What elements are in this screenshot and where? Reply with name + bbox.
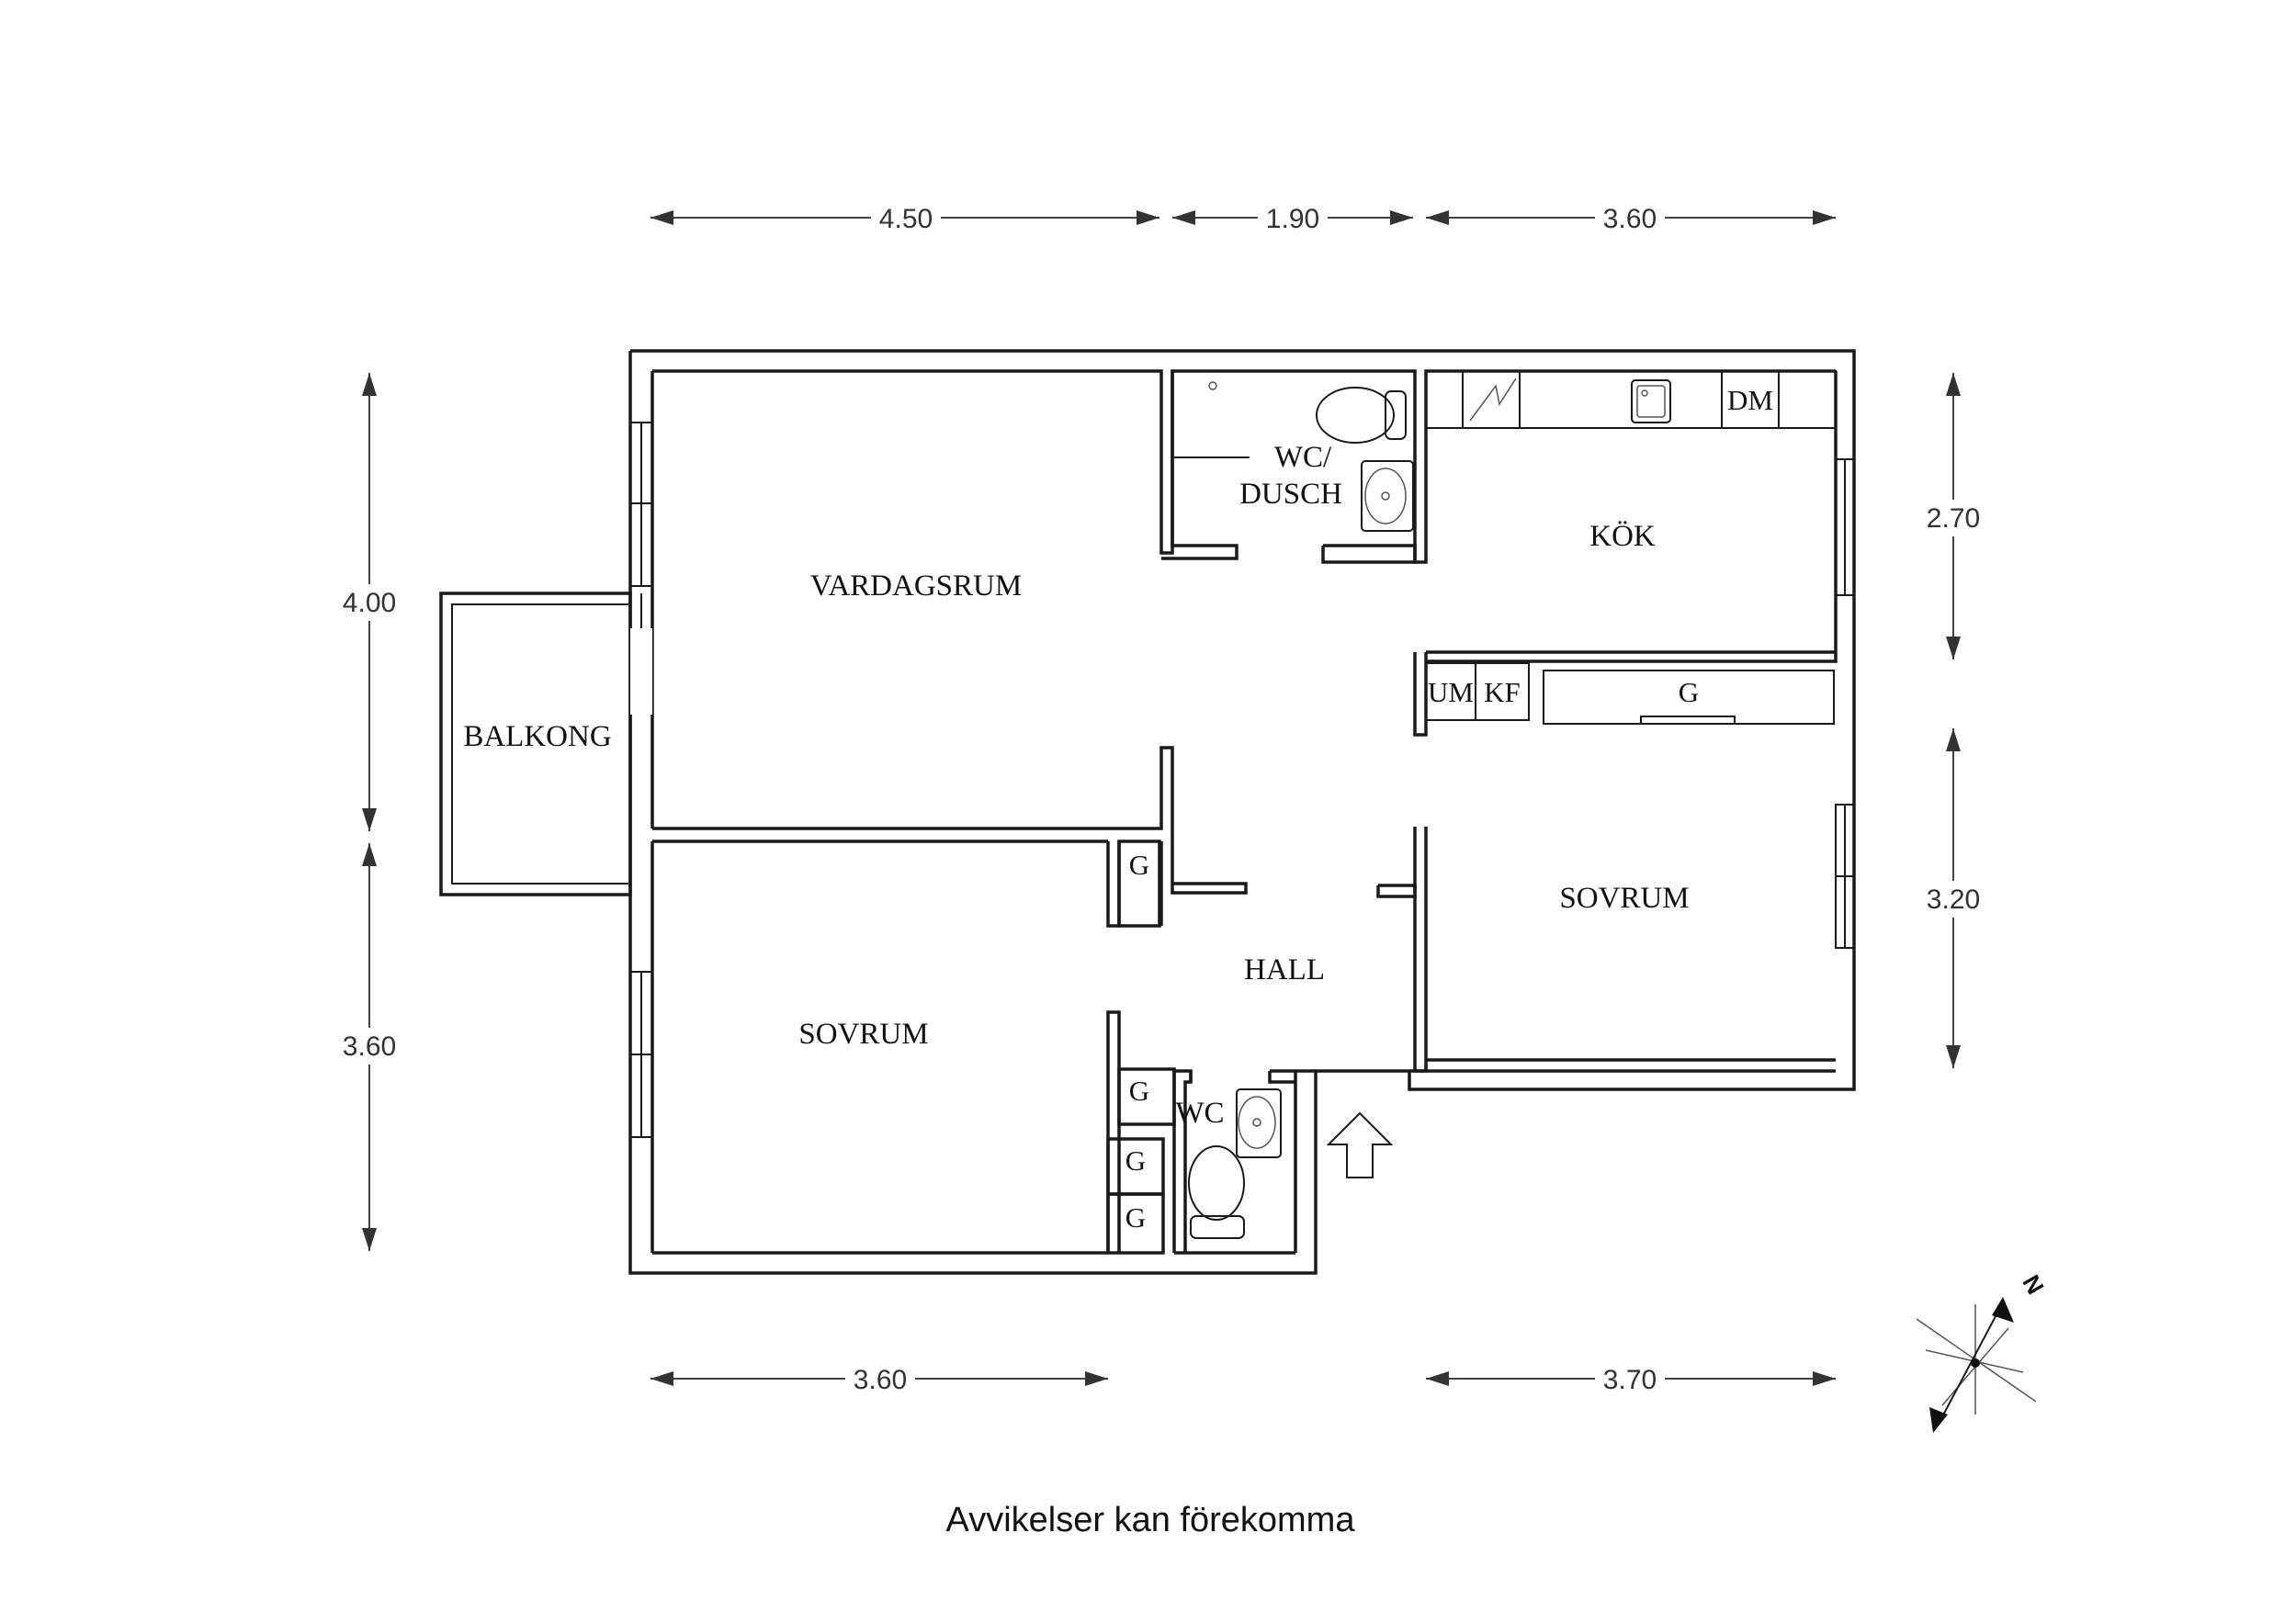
windows [629,422,1855,1138]
room-label-wc-dusch-line2: DUSCH [1239,478,1342,511]
dim-top-2: 1.90 [1266,204,1319,234]
kf-label: KF [1484,676,1521,708]
kitchen-wardrobe-label: G [1679,676,1699,708]
dim-left-1: 4.00 [343,588,396,618]
um-label: UM [1428,676,1474,708]
dishwasher-label: DM [1727,384,1773,416]
disclaimer-note: Avvikelser kan förekomma [946,1501,1356,1539]
dim-bottom-1: 3.60 [854,1365,907,1395]
room-label-wc: WC [1175,1097,1224,1130]
balcony [439,592,652,896]
dim-bottom-2: 3.70 [1603,1365,1657,1395]
bedroom-wardrobe-label-1: G [1129,1075,1149,1107]
dim-top-1: 4.50 [879,204,933,234]
room-label-vardagsrum: VARDAGSRUM [810,569,1022,603]
dim-top-3: 3.60 [1603,204,1657,234]
interior-walls [652,371,1838,1255]
room-label-sovrum-right: SOVRUM [1559,882,1689,915]
room-label-sovrum-left: SOVRUM [798,1018,928,1051]
entrance-arrow-icon [1326,1111,1394,1178]
room-label-balkong: BALKONG [463,720,611,753]
dim-left-2: 3.60 [343,1031,396,1062]
dim-right-2: 3.20 [1927,885,1980,915]
kitchen-fixtures: DM UM KF G [1425,370,1837,725]
bedroom-wardrobe-label-3: G [1125,1201,1146,1234]
room-label-hall: HALL [1244,953,1325,986]
compass-north-label: N [2017,1270,2049,1299]
compass-icon: N [1916,1270,2050,1433]
dim-right-1: 2.70 [1927,503,1980,534]
bathroom-fixtures [1188,381,1414,1239]
hall-wardrobe-label: G [1129,849,1149,881]
bedroom-wardrobe-label-2: G [1125,1144,1146,1177]
room-label-wc-dusch-line1: WC/ [1274,441,1332,474]
room-label-kok: KÖK [1589,520,1656,553]
